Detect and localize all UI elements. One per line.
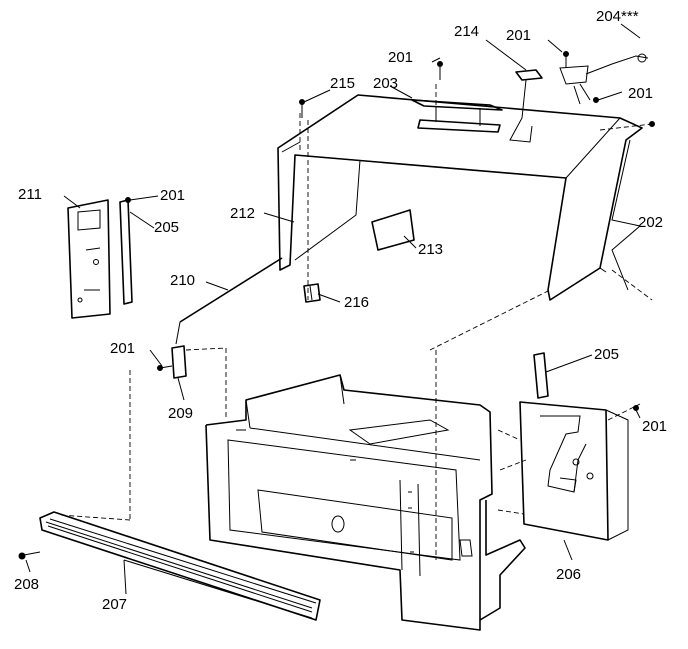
grille-207 [39,511,321,621]
callout-203: 203 [373,75,399,92]
callout-211: 211 [18,186,42,203]
callout-204: 204*** [596,8,639,25]
latch-209 [159,345,187,379]
callout-212: 212 [230,205,256,222]
callout-201-panel: 201 [642,418,668,435]
cord-clamp-214 [509,53,649,143]
clip-216 [303,283,321,303]
callout-214: 214 [454,23,480,40]
assembly-lines [59,84,653,560]
oven-chassis [205,374,526,631]
outer-cabinet-212 [277,94,643,301]
callout-210: 210 [170,272,196,289]
callout-209: 209 [168,405,194,422]
rod-210 [175,257,283,345]
callout-207: 207 [102,596,128,613]
callout-201-top: 201 [388,49,414,66]
callout-206: 206 [556,566,582,583]
plate-213 [371,209,415,251]
callout-201-right-top: 201 [628,85,654,102]
callout-201-left: 201 [160,187,186,204]
control-panel-206 [519,352,629,541]
callout-205-right: 205 [594,346,620,363]
callout-208: 208 [14,576,40,593]
leader-lines [25,23,641,619]
callout-205-left: 205 [154,219,180,236]
callout-201-cord: 201 [506,27,532,44]
callout-202: 202 [638,214,664,231]
callout-215: 215 [330,75,356,92]
vent-bracket-203 [411,99,503,133]
callout-201-latch: 201 [110,340,136,357]
left-panel-211 [67,199,133,319]
callout-216: 216 [344,294,370,311]
callout-213: 213 [418,241,444,258]
screws [18,51,655,560]
